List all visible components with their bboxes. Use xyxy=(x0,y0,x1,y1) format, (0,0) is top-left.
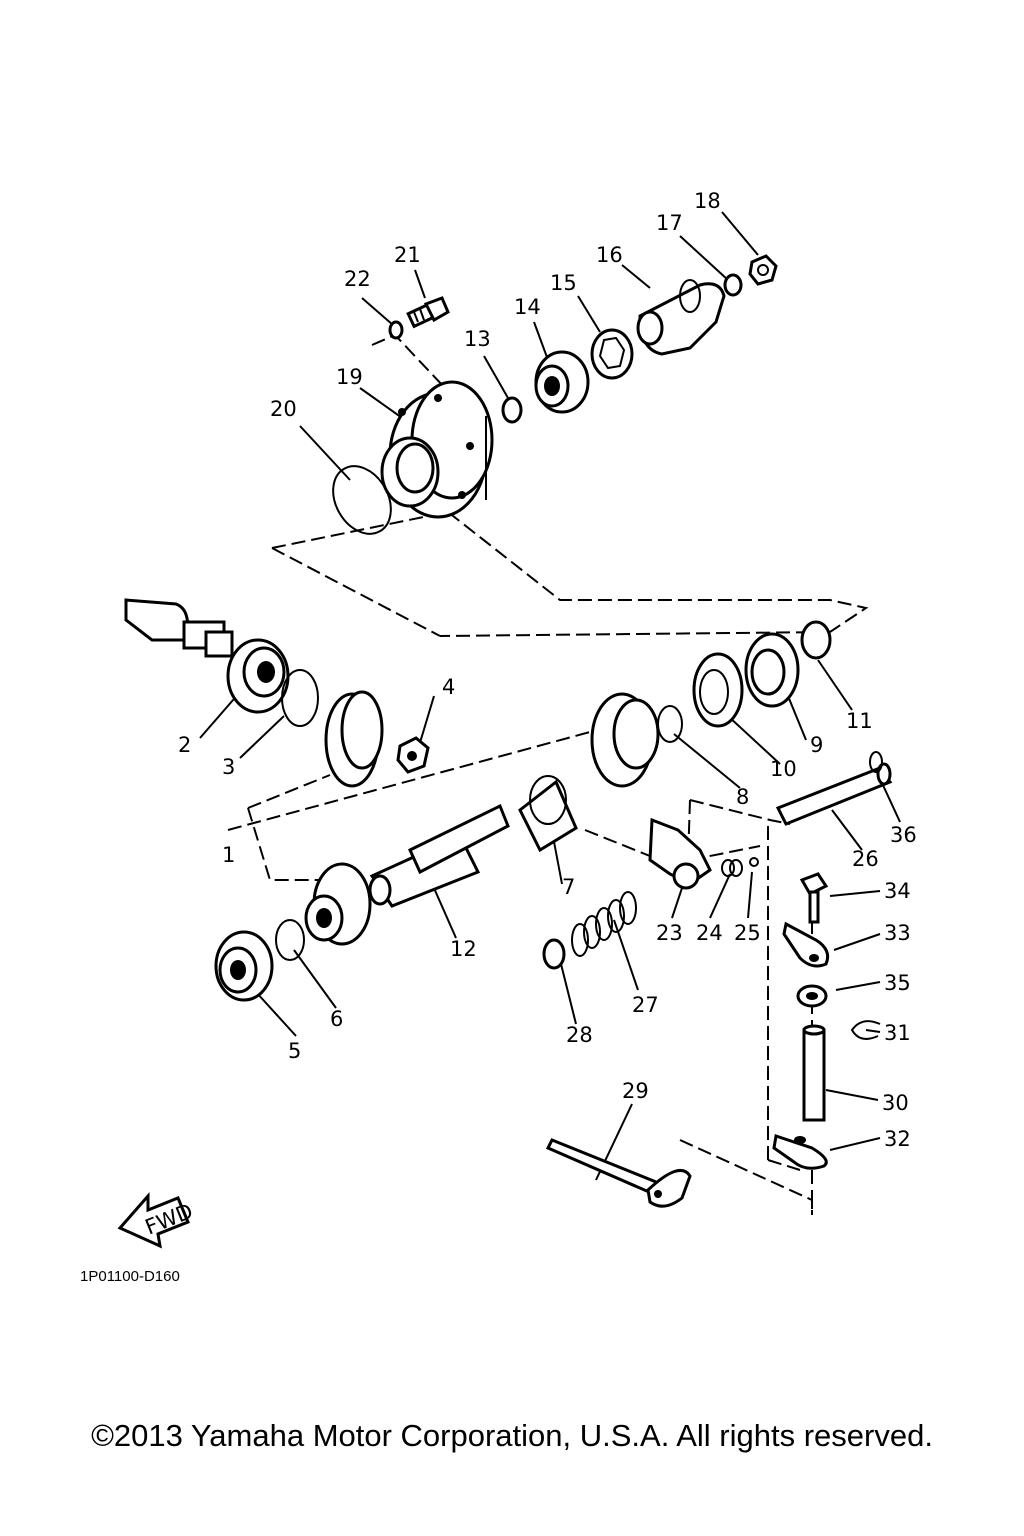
part-18-nut xyxy=(748,254,778,286)
part-10-retainer xyxy=(692,652,744,728)
callout-33: 33 xyxy=(884,921,911,945)
part-11-nut xyxy=(800,620,832,660)
part-1-ring-gear xyxy=(324,690,384,788)
part-31-circlip xyxy=(850,1020,881,1040)
part-8-o-ring xyxy=(657,705,683,743)
part-34-bolt xyxy=(799,872,829,924)
part-1-gear-forward xyxy=(590,692,660,788)
callout-8: 8 xyxy=(736,785,749,809)
part-21-bolt xyxy=(406,296,450,329)
part-30-shift-shaft xyxy=(802,1024,826,1122)
callout-32: 32 xyxy=(884,1127,911,1151)
callout-6: 6 xyxy=(330,1007,343,1031)
part-36-o-ring xyxy=(869,751,883,773)
part-28-collar xyxy=(542,938,566,970)
callout-30: 30 xyxy=(882,1091,909,1115)
drive-shaft xyxy=(124,598,234,658)
callout-5: 5 xyxy=(288,1039,301,1063)
callout-14: 14 xyxy=(514,295,541,319)
callout-17: 17 xyxy=(656,211,683,235)
callout-10: 10 xyxy=(770,757,797,781)
callout-1: 1 xyxy=(222,843,235,867)
part-12-shaft xyxy=(368,803,510,908)
part-2-bearing xyxy=(226,638,290,714)
part-19-housing xyxy=(380,380,494,519)
part-25-ball xyxy=(749,857,759,867)
part-23-shift-fork xyxy=(648,817,712,890)
callout-13: 13 xyxy=(464,327,491,351)
part-29-shift-rod xyxy=(545,1138,692,1208)
part-15-seal xyxy=(590,328,634,380)
callout-27: 27 xyxy=(632,993,659,1017)
callout-24: 24 xyxy=(696,921,723,945)
callout-35: 35 xyxy=(884,971,911,995)
part-33-lever xyxy=(782,921,830,968)
part-17-washer xyxy=(723,273,743,297)
part-35-bushing xyxy=(796,984,828,1008)
part-32-lever xyxy=(772,1134,828,1170)
part-4-nut xyxy=(396,736,430,774)
callout-21: 21 xyxy=(394,243,421,267)
callout-2: 2 xyxy=(178,733,191,757)
callout-22: 22 xyxy=(344,267,371,291)
callout-4: 4 xyxy=(442,675,455,699)
part-14-bearing xyxy=(534,350,590,414)
part-22-washer xyxy=(388,320,404,340)
callout-7: 7 xyxy=(562,875,575,899)
part-20-gasket xyxy=(332,465,392,535)
part-24-spring xyxy=(721,859,743,877)
part-1-pinion-gear xyxy=(304,862,372,946)
callout-12: 12 xyxy=(450,937,477,961)
part-7-dog-clutch xyxy=(518,775,578,853)
callout-16: 16 xyxy=(596,243,623,267)
part-13-washer xyxy=(501,396,523,424)
part-3-o-ring xyxy=(281,669,319,727)
callout-23: 23 xyxy=(656,921,683,945)
callout-15: 15 xyxy=(550,271,577,295)
callout-3: 3 xyxy=(222,755,235,779)
diagram-code: 1P01100-D160 xyxy=(80,1268,180,1285)
callout-29: 29 xyxy=(622,1079,649,1103)
part-6-shim xyxy=(275,919,305,961)
callout-11: 11 xyxy=(846,709,873,733)
part-callouts: 1 2 3 4 5 6 7 8 9 10 11 12 13 14 15 16 1… xyxy=(178,189,917,1151)
callout-20: 20 xyxy=(270,397,297,421)
callout-25: 25 xyxy=(734,921,761,945)
callout-34: 34 xyxy=(884,879,911,903)
callout-28: 28 xyxy=(566,1023,593,1047)
callout-9: 9 xyxy=(810,733,823,757)
part-27-spring xyxy=(571,891,637,957)
part-16-yoke xyxy=(636,279,726,356)
part-5-bearing xyxy=(214,930,274,1002)
fwd-arrow-icon: FWD xyxy=(117,1192,196,1249)
callout-31: 31 xyxy=(884,1021,911,1045)
part-9-bearing xyxy=(744,632,800,708)
callout-19: 19 xyxy=(336,365,363,389)
callout-26: 26 xyxy=(852,847,879,871)
callout-18: 18 xyxy=(694,189,721,213)
callout-36: 36 xyxy=(890,823,917,847)
copyright-notice: ©2013 Yamaha Motor Corporation, U.S.A. A… xyxy=(91,1418,933,1453)
